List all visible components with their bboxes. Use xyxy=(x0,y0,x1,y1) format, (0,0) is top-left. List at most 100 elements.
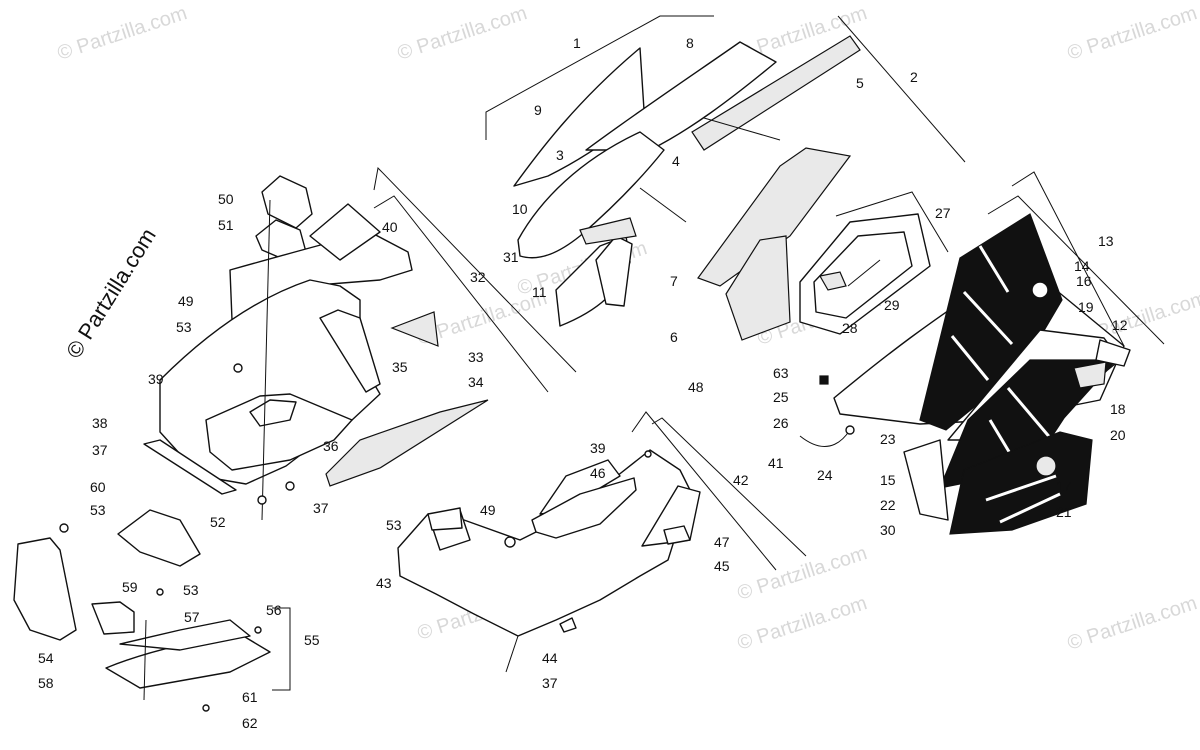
body-opening xyxy=(249,399,297,427)
lower-side-panel xyxy=(325,399,489,487)
callout-label: 15 xyxy=(880,472,896,488)
belly-cover xyxy=(531,477,637,539)
callout-label: 39 xyxy=(590,440,606,456)
fastener xyxy=(285,481,295,491)
callout-label: 21 xyxy=(1056,504,1072,520)
hood-strip xyxy=(691,35,861,151)
callout-label: 46 xyxy=(590,465,606,481)
fastener xyxy=(504,536,516,548)
callout-label: 29 xyxy=(884,297,900,313)
callout-label: 13 xyxy=(1098,233,1114,249)
side-trim xyxy=(143,439,237,495)
lower-seat-panel xyxy=(725,235,791,341)
callout-label: 63 xyxy=(773,365,789,381)
hood-rivet xyxy=(1035,455,1057,477)
callout-label: 24 xyxy=(817,467,833,483)
callout-label: 43 xyxy=(376,575,392,591)
callout-label: 52 xyxy=(210,514,226,530)
wire-connector xyxy=(845,425,855,435)
left-body-group xyxy=(143,166,577,521)
skid-top xyxy=(119,619,251,651)
callout-label: 3 xyxy=(556,147,564,163)
watermark-text: © Partzilla.com xyxy=(55,2,190,65)
callout-label: 37 xyxy=(313,500,329,516)
callout-label: 27 xyxy=(935,205,951,221)
large-seat-panel xyxy=(697,147,852,287)
callout-label: 6 xyxy=(670,329,678,345)
callout-label: 60 xyxy=(90,479,106,495)
fastener xyxy=(59,523,69,533)
fastener xyxy=(254,626,262,634)
scoop-cover xyxy=(663,525,691,545)
callout-label: 26 xyxy=(773,415,789,431)
triangle-panel xyxy=(390,311,439,347)
callout-label: 53 xyxy=(176,319,192,335)
fastener xyxy=(644,450,652,458)
hood-hinge xyxy=(1095,339,1131,367)
callout-label: 23 xyxy=(880,431,896,447)
nose-panel xyxy=(309,203,381,261)
callout-label: 25 xyxy=(773,389,789,405)
decal-bottom xyxy=(949,431,1093,535)
bracket-plate xyxy=(427,507,463,531)
callout-label: 30 xyxy=(880,522,896,538)
hood-windshield-group xyxy=(485,15,966,341)
access-panel-group xyxy=(799,191,949,335)
callout-label: 55 xyxy=(304,632,320,648)
callout-label: 47 xyxy=(714,534,730,550)
callout-label: 2 xyxy=(910,69,918,85)
callout-label: 51 xyxy=(218,217,234,233)
callout-label: 37 xyxy=(92,442,108,458)
callout-label: 44 xyxy=(542,650,558,666)
callout-label: 4 xyxy=(672,153,680,169)
callout-label: 28 xyxy=(842,320,858,336)
callout-label: 16 xyxy=(1076,273,1092,289)
callout-label: 11 xyxy=(532,284,547,300)
vent-piece xyxy=(1073,361,1107,389)
callout-label: 42 xyxy=(733,472,749,488)
callout-label: 8 xyxy=(686,35,694,51)
fastener xyxy=(156,588,164,596)
callout-label: 18 xyxy=(1110,401,1126,417)
belly-pan-group xyxy=(397,411,807,673)
callout-label: 36 xyxy=(323,438,339,454)
callout-label: 61 xyxy=(242,689,258,705)
callout-label: 40 xyxy=(382,219,398,235)
watermark-side-text: © Partzilla.com xyxy=(61,224,161,363)
callout-label: 38 xyxy=(92,415,108,431)
right-hood-group xyxy=(799,171,1165,535)
watermark-text: © Partzilla.com xyxy=(735,542,870,605)
watermark-text: © Partzilla.com xyxy=(395,2,530,65)
access-latch xyxy=(819,271,847,291)
hood-bottom-edge xyxy=(903,439,949,521)
callout-label: 10 xyxy=(512,201,528,217)
lower-left-group xyxy=(13,509,291,712)
callout-label: 48 xyxy=(688,379,704,395)
callout-label: 19 xyxy=(1078,299,1094,315)
callout-label: 7 xyxy=(670,273,678,289)
headlight-gasket xyxy=(261,175,313,229)
callout-label: 49 xyxy=(480,502,496,518)
callout-label: 49 xyxy=(178,293,194,309)
callout-label: 1 xyxy=(573,35,581,51)
callout-label: 32 xyxy=(470,269,486,285)
fastener xyxy=(257,495,267,505)
callout-label: 31 xyxy=(503,249,519,265)
windshield-panel xyxy=(513,47,645,187)
callout-label: 17 xyxy=(1056,478,1072,494)
callout-label: 50 xyxy=(218,191,234,207)
callout-label: 20 xyxy=(1110,427,1126,443)
watermark-text: © Partzilla.com xyxy=(1065,592,1200,655)
callout-label: 39 xyxy=(148,371,164,387)
callout-label: 56 xyxy=(266,602,282,618)
upper-deflector xyxy=(117,509,201,567)
belly-plate xyxy=(559,617,577,633)
watermark-text: © Partzilla.com xyxy=(1065,2,1200,65)
callout-label: 45 xyxy=(714,558,730,574)
callout-label: 12 xyxy=(1112,317,1128,333)
front-fender xyxy=(13,537,77,641)
body-bracket xyxy=(319,309,381,393)
windshield-trim xyxy=(585,41,777,151)
